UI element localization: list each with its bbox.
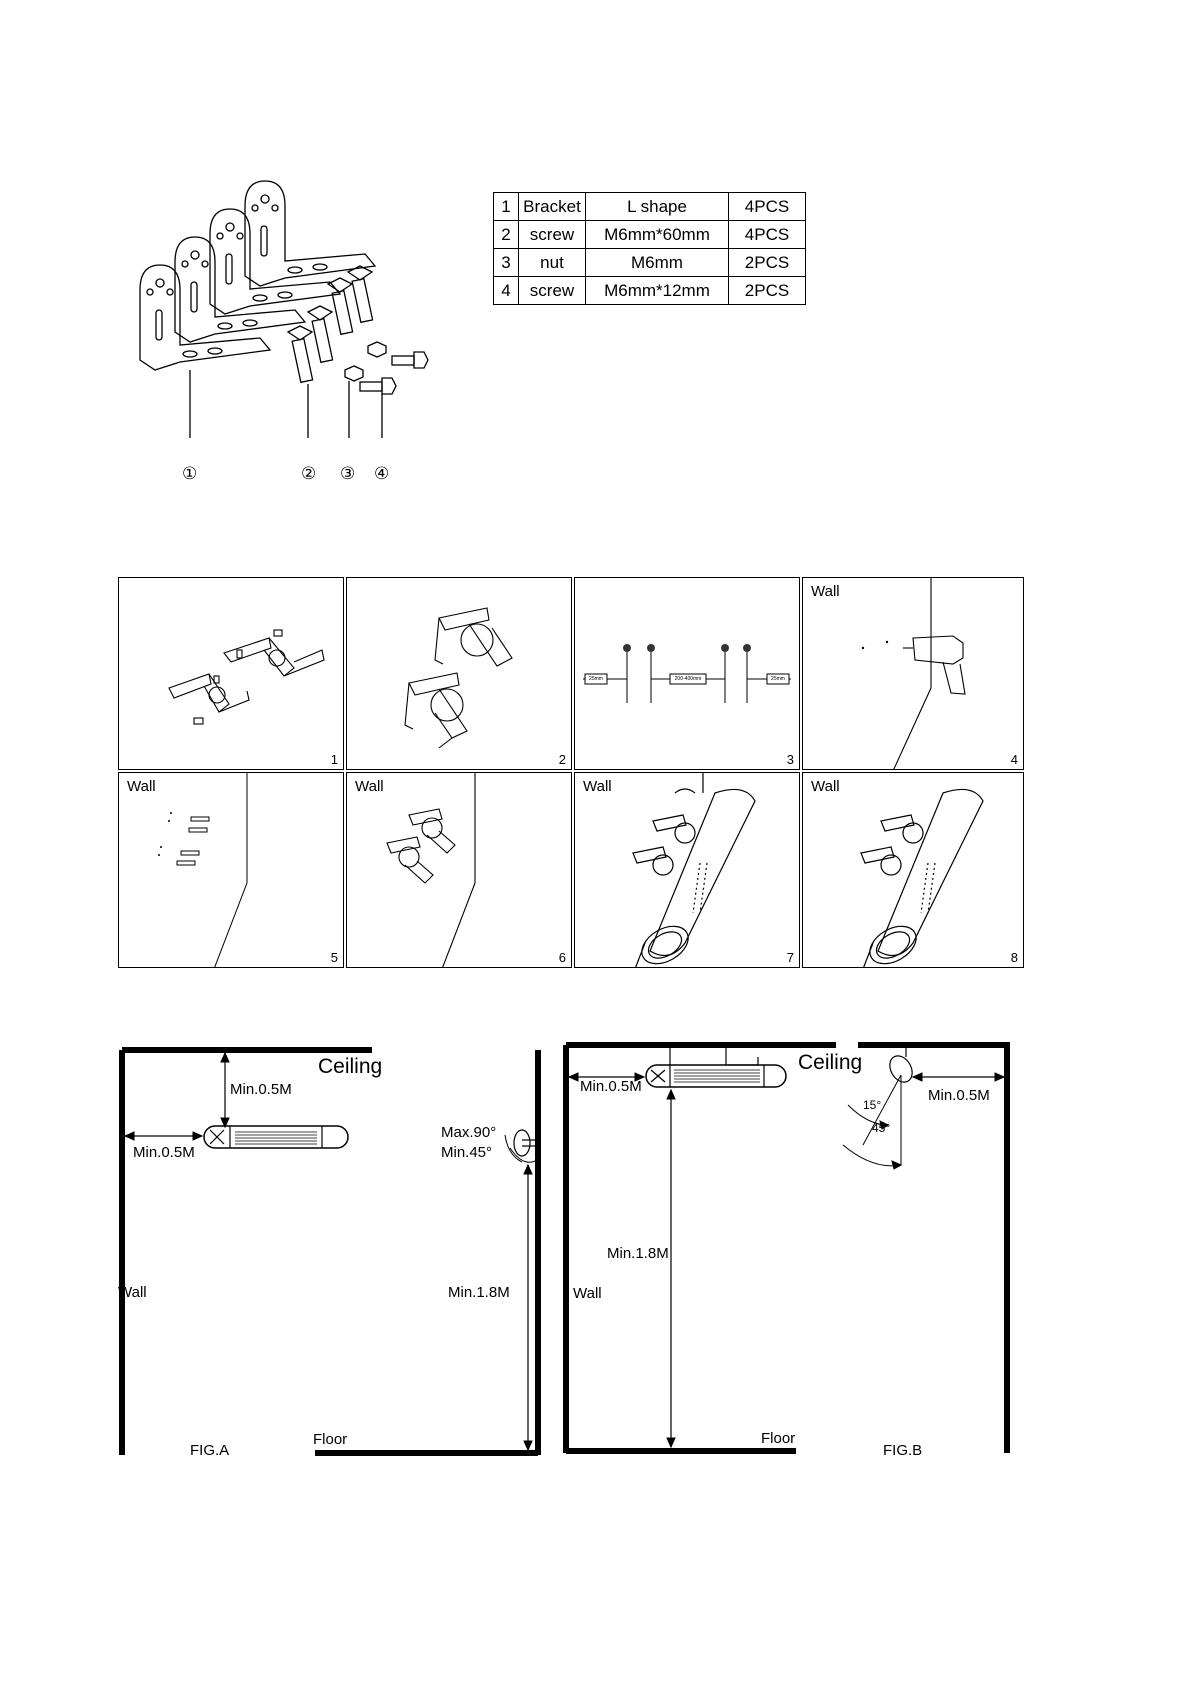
fig-b-floor-label: Floor [761,1430,795,1447]
spacing-left: 25mm [585,674,607,684]
step-5-panel: Wall 5 [118,772,344,968]
fig-a-diagram [110,1040,560,1465]
table-row: 1 Bracket L shape 4PCS [494,193,806,221]
fig-b-min-height: Min.1.8M [607,1245,669,1262]
spacing-right: 25mm [767,674,789,684]
wall-label: Wall [811,778,840,795]
brackets-mounted-drawing [347,773,572,968]
parts-table: 1 Bracket L shape 4PCS 2 screw M6mm*60mm… [493,192,806,305]
bracket-assembly-drawing [119,578,344,770]
step-number: 1 [331,752,338,767]
table-row: 4 screw M6mm*12mm 2PCS [494,277,806,305]
fig-a-wall-label: Wall [118,1284,147,1301]
fig-a-min-left: Min.0.5M [133,1144,195,1161]
step-number: 3 [787,752,794,767]
table-row: 2 screw M6mm*60mm 4PCS [494,221,806,249]
fig-a-ceiling-label: Ceiling [318,1055,382,1079]
fig-a-floor-label: Floor [313,1431,347,1448]
parts-illustration [120,180,450,500]
step-number: 2 [559,752,566,767]
fig-b-min-left: Min.0.5M [580,1078,642,1095]
step-8-panel: Wall 8 [802,772,1024,968]
fig-b-caption: FIG.B [883,1442,922,1459]
step-6-panel: Wall 6 [346,772,572,968]
heater-mounted-drawing [803,773,1024,968]
fig-a-min-height: Min.1.8M [448,1284,510,1301]
step-number: 5 [331,950,338,965]
fig-a-max-angle: Max.90° [441,1124,496,1141]
heater-attaching-drawing [575,773,800,968]
spacing-middle: 200-400mm [670,674,706,684]
fig-a-caption: FIG.A [190,1442,229,1459]
fig-b-min-right: Min.0.5M [928,1087,990,1104]
step-2-panel: 2 [346,577,572,770]
callout-1: ① [182,464,197,484]
wall-label: Wall [811,583,840,600]
wall-label: Wall [355,778,384,795]
step-number: 8 [1011,950,1018,965]
fig-b-angle-large: 45° [872,1121,890,1135]
step-4-panel: Wall 4 [802,577,1024,770]
callout-4: ④ [374,464,389,484]
fig-b-ceiling-label: Ceiling [798,1051,862,1075]
fig-a-min-angle: Min.45° [441,1144,492,1161]
step-1-panel: 1 [118,577,344,770]
fig-b-wall-label: Wall [573,1285,602,1302]
callout-2: ② [301,464,316,484]
callout-3: ③ [340,464,355,484]
step-3-panel: 25mm 200-400mm 25mm 3 [574,577,800,770]
step-number: 4 [1011,752,1018,767]
wall-label: Wall [583,778,612,795]
drill-drawing [803,578,1024,770]
table-row: 3 nut M6mm 2PCS [494,249,806,277]
anchors-inserted-drawing [119,773,344,968]
fig-b-angle-small: 15° [863,1098,881,1112]
step-7-panel: Wall 7 [574,772,800,968]
bracket-assembled-drawing [347,578,572,770]
wall-label: Wall [127,778,156,795]
step-number: 6 [559,950,566,965]
step-number: 7 [787,950,794,965]
fig-a-min-top: Min.0.5M [230,1081,292,1098]
